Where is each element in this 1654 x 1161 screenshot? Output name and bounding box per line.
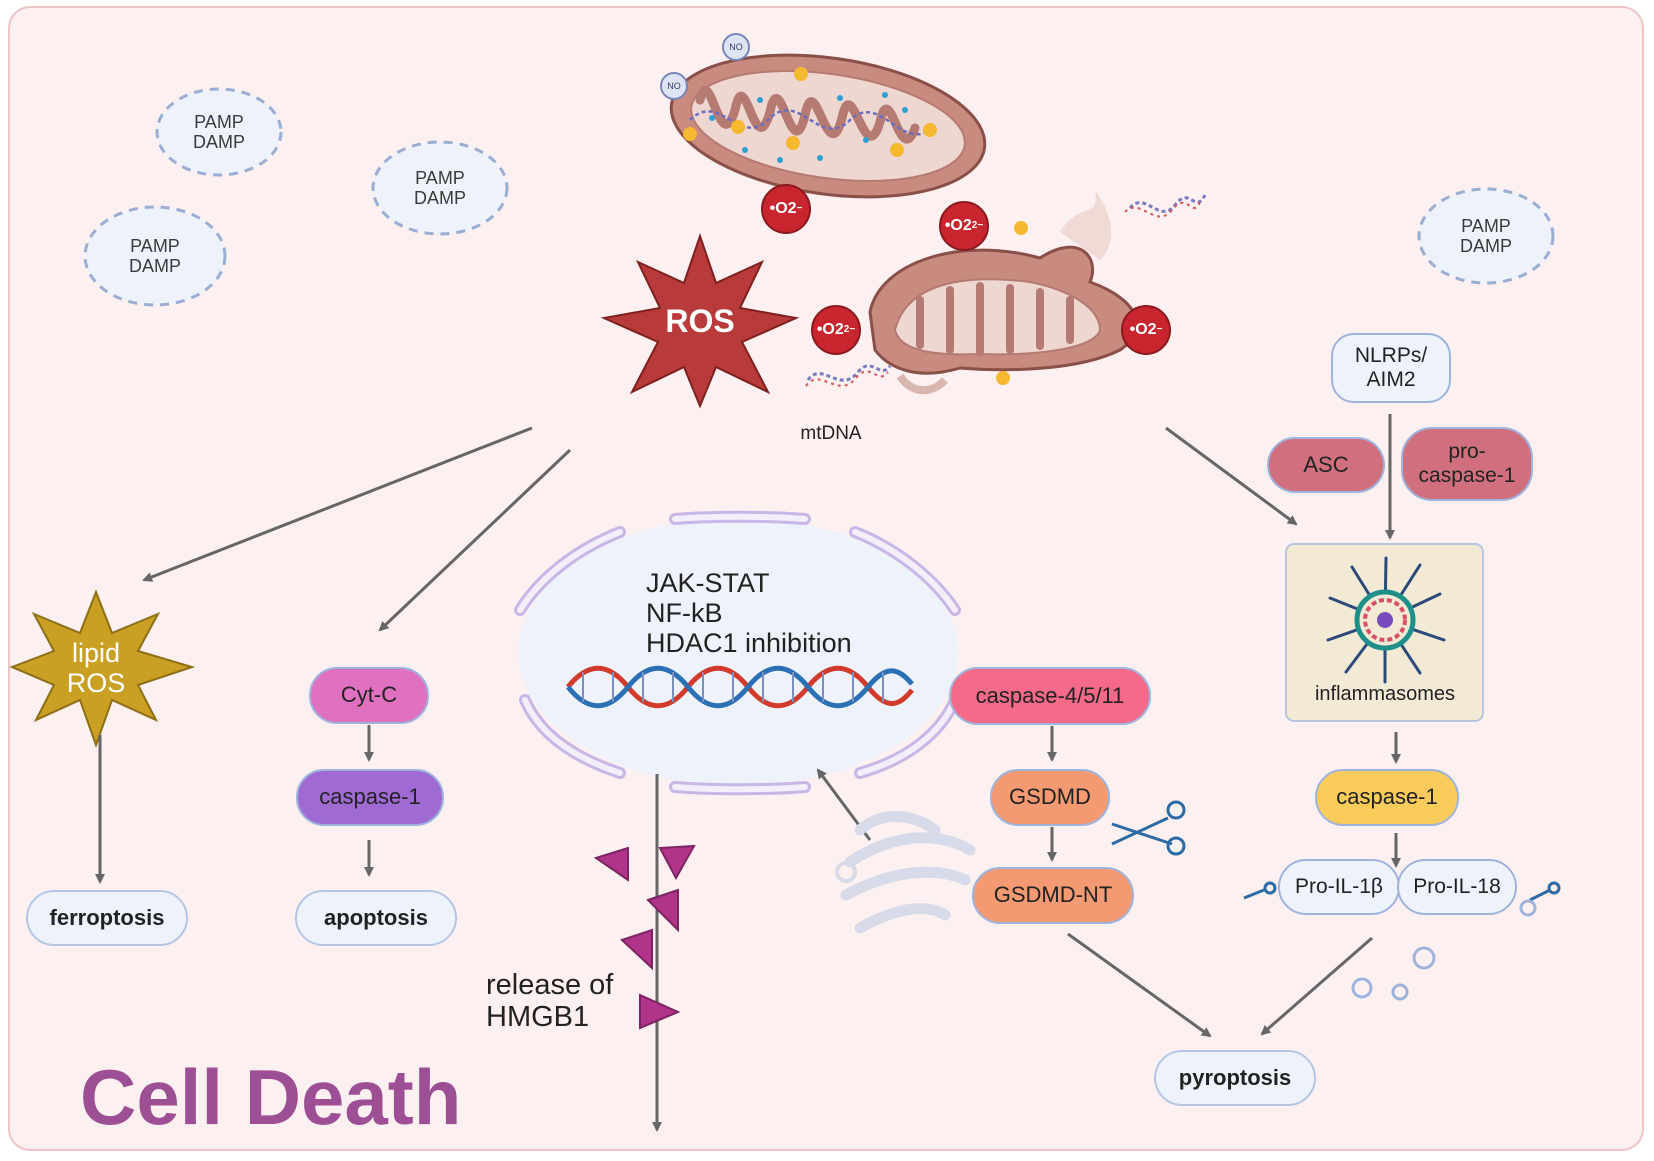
scissors-icons <box>1111 800 1561 902</box>
caspase-1-pyroptosis-node: caspase-1 <box>1336 784 1438 810</box>
superoxide-label-4: •O2− <box>1129 321 1163 339</box>
mitochondrion-damaged <box>805 190 1207 394</box>
pill-shapes <box>296 333 1533 924</box>
superoxide-text-2: O2 <box>950 217 972 235</box>
pamp-damp-label-2: PAMP DAMP <box>413 167 466 208</box>
cyt-c-node: Cyt-C <box>340 682 398 708</box>
lipid-ros-label: lipid ROS <box>66 637 126 698</box>
nitric-oxide-label-1: NO <box>729 41 743 52</box>
gsdmd-nt-node: GSDMD-NT <box>993 882 1113 908</box>
pro-il-18-node: Pro-IL-18 <box>1413 875 1501 899</box>
diagram-title: Cell Death <box>80 1053 462 1142</box>
inflammasomes-label: inflammasomes <box>1314 682 1456 705</box>
pro-caspase-1-node: pro- caspase-1 <box>1418 440 1516 487</box>
gsdmd-node: GSDMD <box>1009 784 1091 810</box>
pamp-damp-label-3: PAMP DAMP <box>128 235 181 276</box>
superoxide-radicals <box>761 184 1171 355</box>
nitric-oxide-label-2: NO <box>667 80 681 91</box>
pamp-damp-vesicles <box>83 87 1555 307</box>
pamp-damp-label-1: PAMP DAMP <box>192 111 245 152</box>
mitochondrion-healthy <box>660 33 987 199</box>
dna-helix <box>566 665 914 709</box>
caspase-4-5-11-node: caspase-4/5/11 <box>975 682 1125 708</box>
superoxide-text-4: O2 <box>1135 321 1157 339</box>
superoxide-label-1: •O2− <box>769 200 803 218</box>
lipid-ros-burst <box>9 589 196 748</box>
ros-label: ROS <box>665 303 735 340</box>
nucleus <box>514 510 961 796</box>
mtdna-label: mtDNA <box>800 423 862 445</box>
pyroptosis-outcome: pyroptosis <box>1154 1050 1316 1106</box>
released-cytokines <box>1351 899 1537 1001</box>
superoxide-text-1: O2 <box>775 200 797 218</box>
asc-node: ASC <box>1303 451 1349 477</box>
hmgb1-release-label: release of HMGB1 <box>486 968 614 1033</box>
hmgb1-molecules <box>593 844 696 1030</box>
nlrps-aim2-node: NLRPs/ AIM2 <box>1354 344 1428 391</box>
nucleus-signaling-text: JAK-STAT NF-kB HDAC1 inhibition <box>646 568 852 659</box>
pathway-arrows <box>95 414 1401 1132</box>
inflammasome-complex <box>1285 543 1484 722</box>
superoxide-text-3: O2 <box>822 321 844 339</box>
endoplasmic-reticulum <box>835 811 976 934</box>
caspase-1-apoptosis-node: caspase-1 <box>319 784 421 810</box>
apoptosis-outcome: apoptosis <box>295 890 457 946</box>
ferroptosis-outcome: ferroptosis <box>26 890 188 946</box>
pamp-damp-label-4: PAMP DAMP <box>1459 215 1512 256</box>
pro-il-1b-node: Pro-IL-1β <box>1295 875 1383 899</box>
ros-burst <box>600 232 800 409</box>
